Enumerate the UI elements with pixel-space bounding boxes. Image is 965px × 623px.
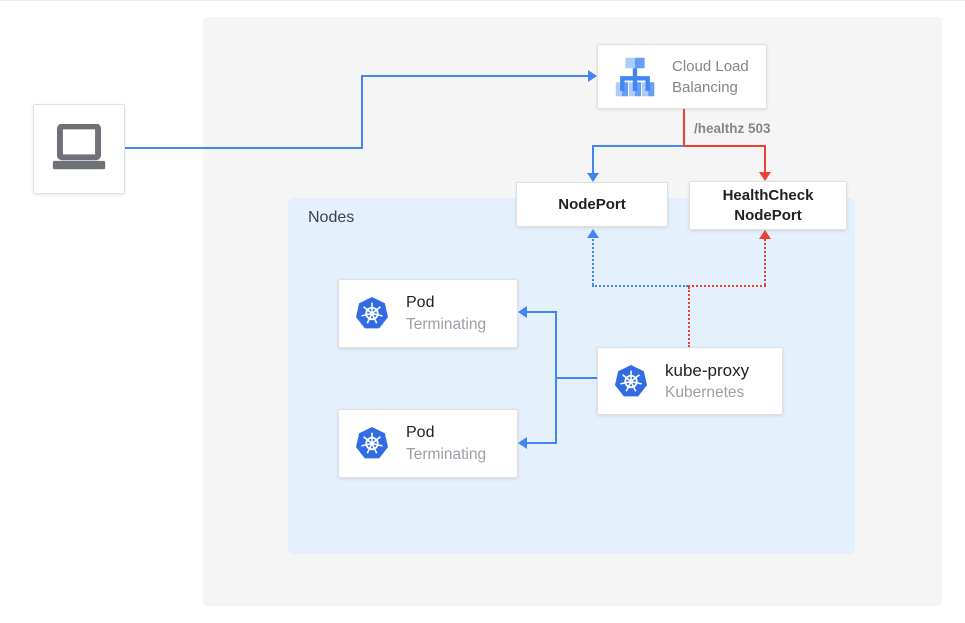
nodeport-label: NodePort bbox=[558, 195, 626, 213]
pod1-card: Pod Terminating bbox=[338, 279, 518, 348]
edge-dotted-up-blue bbox=[592, 239, 594, 285]
arrowhead-up-into-nodeport bbox=[587, 229, 599, 238]
load-balancer-label: Cloud Load Balancing bbox=[672, 57, 749, 96]
kubernetes-icon bbox=[614, 364, 648, 396]
edge-to-pod2 bbox=[527, 442, 557, 444]
edge-client-to-lb-segment1 bbox=[125, 147, 363, 149]
edge-dotted-left-blue bbox=[592, 285, 688, 287]
pod1-status: Terminating bbox=[406, 316, 487, 333]
health-route-label: /healthz 503 bbox=[694, 121, 771, 136]
nodeport-card: NodePort bbox=[516, 182, 668, 227]
pod2-card: Pod Terminating bbox=[338, 409, 518, 478]
edge-client-to-lb-segment3 bbox=[361, 75, 588, 77]
pod2-status: Terminating bbox=[406, 446, 487, 463]
arrowhead-up-into-healthcheck bbox=[759, 230, 771, 239]
laptop-icon bbox=[52, 124, 106, 170]
edge-split-right-red bbox=[683, 145, 766, 147]
edge-lb-down-red bbox=[683, 109, 685, 147]
edge-dotted-up-red bbox=[764, 239, 766, 285]
edge-split-left-blue bbox=[592, 145, 683, 147]
edge-client-to-lb-segment2 bbox=[361, 75, 363, 149]
edge-to-healthcheck-red bbox=[764, 145, 766, 173]
arrowhead-into-nodeport bbox=[587, 173, 599, 182]
nodes-group-label: Nodes bbox=[308, 209, 355, 226]
healthcheck-nodeport-card: HealthCheck NodePort bbox=[689, 181, 847, 230]
edge-to-pod1 bbox=[527, 311, 557, 313]
pod2-title: Pod bbox=[406, 424, 435, 441]
arrowhead-into-pod2 bbox=[518, 437, 527, 449]
arrowhead-into-healthcheck bbox=[759, 172, 771, 181]
arrowhead-into-pod1 bbox=[518, 306, 527, 318]
arrowhead-into-lb bbox=[588, 70, 597, 82]
edge-kubeproxy-left bbox=[557, 377, 597, 379]
kube-proxy-card: kube-proxy Kubernetes bbox=[597, 347, 783, 415]
edge-pods-trunk bbox=[555, 311, 557, 444]
edge-kubeproxy-up-dotted-red bbox=[688, 287, 690, 347]
kube-proxy-title: kube-proxy bbox=[665, 360, 750, 380]
pod1-title: Pod bbox=[406, 294, 435, 311]
load-balancer-card: Cloud Load Balancing bbox=[597, 44, 767, 109]
client-card bbox=[33, 104, 125, 194]
cloud-load-balancing-icon bbox=[615, 57, 655, 96]
kubernetes-icon bbox=[355, 297, 389, 329]
healthcheck-nodeport-label: HealthCheck NodePort bbox=[722, 186, 814, 224]
kubernetes-icon bbox=[355, 427, 389, 459]
edge-to-nodeport-blue bbox=[592, 145, 594, 174]
edge-dotted-right-red bbox=[688, 285, 766, 287]
kube-proxy-subtitle: Kubernetes bbox=[665, 383, 745, 401]
